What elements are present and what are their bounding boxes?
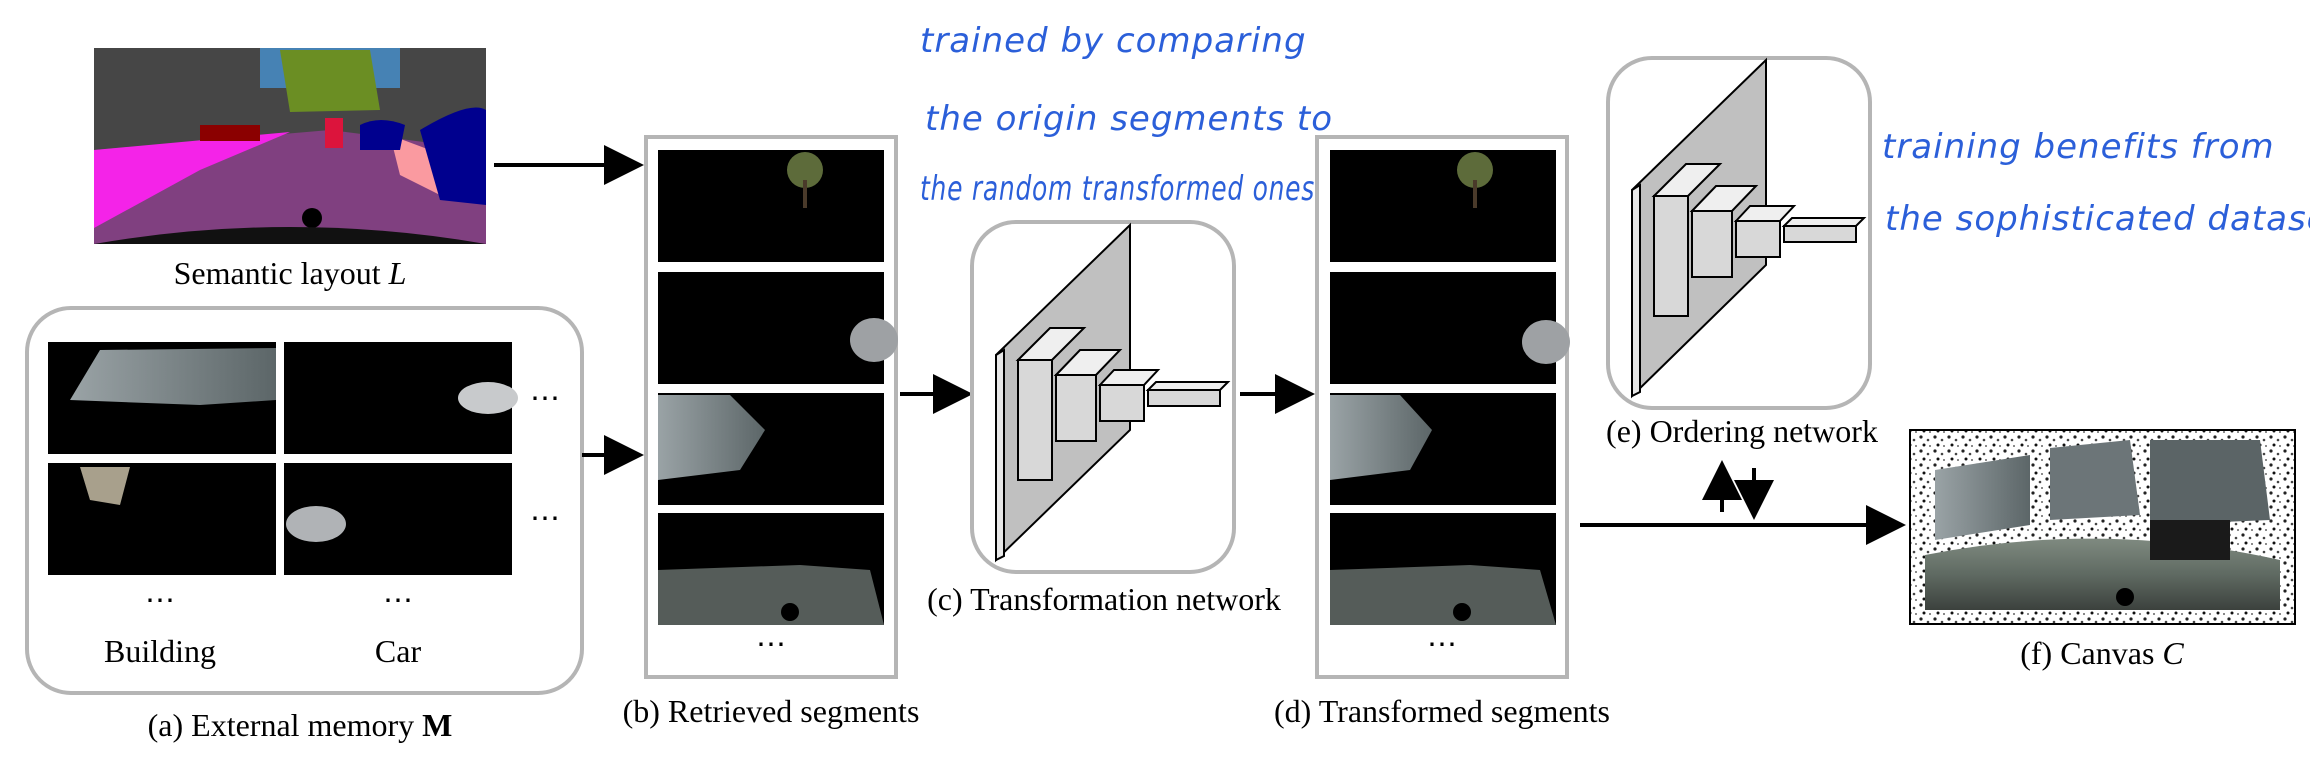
transformation-network-caption: (c) Transformation network (927, 581, 1281, 617)
memory-thumb-building-2 (48, 463, 276, 575)
retrieved-segment-car (658, 272, 898, 384)
retrieved-segment-building (658, 393, 884, 505)
memory-label-building: Building (104, 633, 216, 669)
semantic-layout (94, 48, 486, 244)
transformation-annotation-line-3: the random transformed ones (920, 169, 1315, 209)
transformed-segments-caption: (d) Transformed segments (1274, 693, 1610, 729)
memory-row1-ellipsis: ⋯ (530, 382, 560, 415)
ordering-network-caption: (e) Ordering network (1606, 413, 1878, 449)
ordering-network-icon (1631, 57, 1867, 399)
transformed-segments-frame (1315, 135, 1569, 679)
transformed-segment-tree (1330, 150, 1556, 262)
external-memory-frame (25, 306, 584, 695)
semantic-layout-caption: Semantic layout L (174, 255, 407, 291)
ordering-annotation: training benefits from the sophisticated… (1882, 127, 2310, 239)
canvas-caption: (f) Canvas C (2020, 635, 2184, 671)
ordering-annotation-line-2: the sophisticated dataset (1885, 199, 2310, 239)
retrieved-segment-tree (658, 150, 884, 262)
external-memory-caption: (a) External memory M (148, 707, 453, 743)
retrieved-segments-caption: (b) Retrieved segments (623, 693, 920, 729)
transformed-segment-building (1330, 393, 1556, 505)
memory-col2-ellipsis: ⋯ (383, 584, 413, 617)
transformed-segment-car (1330, 272, 1570, 384)
memory-thumb-building-1 (48, 342, 276, 454)
retrieved-segment-road (658, 513, 884, 625)
ordering-network-frame (1606, 56, 1872, 410)
transformation-annotation-line-2: the origin segments to (925, 99, 1333, 139)
retrieved-segments-frame (644, 135, 898, 679)
transformation-annotation: trained by comparing the origin segments… (920, 21, 1333, 209)
transformation-annotation-line-1: trained by comparing (920, 21, 1307, 61)
memory-col1-ellipsis: ⋯ (145, 584, 175, 617)
transformation-network-frame (970, 220, 1236, 574)
memory-row2-ellipsis: ⋯ (530, 502, 560, 535)
transformed-segment-road (1330, 513, 1556, 625)
memory-thumb-car-1 (284, 342, 518, 454)
memory-label-car: Car (375, 633, 422, 669)
transformed-ellipsis: ⋯ (1427, 628, 1457, 661)
retrieved-ellipsis: ⋯ (756, 628, 786, 661)
memory-thumb-car-2 (284, 463, 512, 575)
ordering-annotation-line-1: training benefits from (1882, 127, 2275, 167)
canvas-image (1909, 429, 2296, 625)
transformation-network-icon (995, 222, 1231, 563)
